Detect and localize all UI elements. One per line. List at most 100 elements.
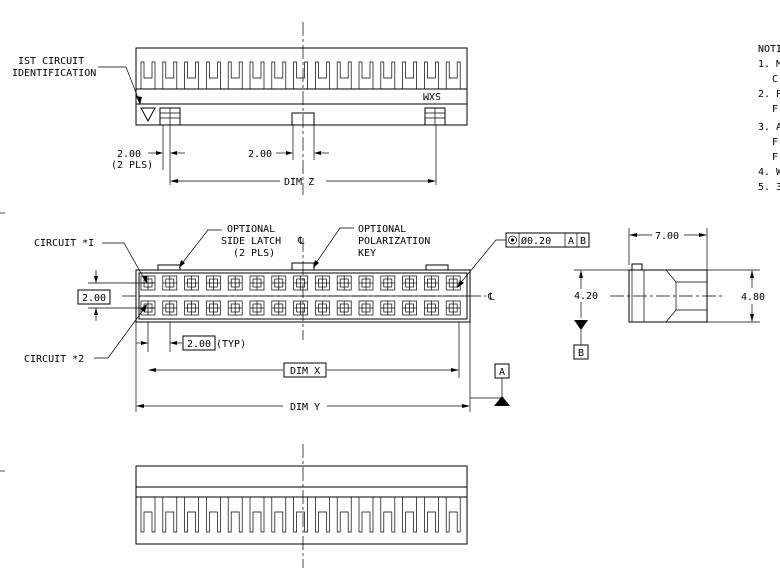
centerline-symbol-right: ℄ — [487, 292, 495, 303]
pitch-dim-box — [77, 289, 111, 305]
pitch-typ-box — [182, 335, 216, 351]
top-tooth — [358, 61, 374, 89]
pin-cavity — [227, 300, 243, 316]
polarization-label-3: KEY — [358, 248, 376, 259]
pin-cavity — [336, 275, 352, 291]
top-tooth — [424, 61, 439, 89]
polarization-label-2: POLARIZATION — [358, 236, 430, 247]
dim-y: DIM Y — [290, 402, 320, 413]
pin-cavity — [249, 275, 265, 291]
side-latch-label-2: SIDE LATCH — [221, 236, 281, 247]
pin-cavity — [380, 275, 396, 291]
front-view: ℄ ℄ CIRCUIT *I CIRCUIT *2 OPTIONAL SIDE … — [24, 224, 590, 413]
note-line-2: C — [772, 74, 778, 85]
bottom-tooth — [206, 497, 221, 533]
tolerance-datum-a: A — [568, 236, 574, 247]
pin-cavity — [162, 275, 178, 291]
notes-heading: NOTI — [758, 44, 780, 55]
top-tooth — [445, 61, 461, 89]
top-tooth — [380, 61, 396, 89]
top-tooth — [206, 61, 221, 89]
top-tooth — [402, 61, 417, 89]
side-latch-right — [425, 264, 449, 271]
top-view: SXM IST CIRCUIT IDENTIFICATION 2.00 (2 P… — [12, 22, 468, 195]
side-latch-label-1: OPTIONAL — [227, 224, 275, 235]
dim-z: DIM Z — [284, 177, 314, 188]
circuit-one-label: CIRCUIT *I — [34, 238, 94, 249]
pin-cavity — [336, 300, 352, 316]
dim-2-left: 2.00 — [117, 149, 141, 160]
note-line-6: F — [772, 137, 778, 148]
note-line-5: 3. A — [758, 122, 780, 133]
pin-cavity — [293, 275, 308, 291]
pin-cavity — [184, 300, 199, 316]
top-tooth — [336, 61, 352, 89]
pin-cavity — [271, 275, 287, 291]
side-view: 7.00 4.20 B 4.80 — [573, 228, 765, 360]
bottom-tooth — [184, 497, 199, 533]
pin-cavity — [206, 300, 221, 316]
side-height-left: 4.20 — [574, 291, 598, 302]
bottom-tooth — [336, 497, 352, 533]
circuit-id-label-2: IDENTIFICATION — [12, 68, 96, 79]
pitch-dim: 2.00 — [82, 293, 106, 304]
mirror-text: SXM — [423, 90, 441, 101]
pin-cavity — [227, 275, 243, 291]
position-symbol-icon — [508, 235, 517, 245]
dim-2-center: 2.00 — [248, 149, 272, 160]
bottom-view-teeth — [140, 497, 461, 533]
bottom-tooth — [380, 497, 396, 533]
note-line-4: F — [772, 104, 778, 115]
top-tooth — [249, 61, 265, 89]
dim-2-left-note: (2 PLS) — [111, 160, 153, 171]
notes-block: NOTI 1. MA C 2. P F 3. A F F 4. W 5. 3( — [758, 44, 780, 193]
pin-cavity — [206, 275, 221, 291]
polarization-label-1: OPTIONAL — [358, 224, 406, 235]
top-tooth — [184, 61, 199, 89]
pin-cavity — [424, 300, 439, 316]
bottom-tooth — [227, 497, 243, 533]
side-latch-label-3: (2 PLS) — [233, 248, 275, 259]
pin-cavity — [424, 275, 439, 291]
circuit-id-leader — [98, 66, 141, 104]
note-line-8: 4. W — [758, 167, 780, 178]
pin-cavity — [358, 275, 374, 291]
dim-x-box — [283, 362, 327, 378]
pin-cavity — [315, 275, 330, 291]
centerline-symbol-top: ℄ — [297, 236, 305, 247]
pin-cavity — [445, 275, 461, 291]
top-tooth — [293, 61, 308, 89]
bottom-view-body — [135, 465, 468, 545]
top-tooth — [271, 61, 287, 89]
pin-cavity — [271, 300, 287, 316]
bottom-tooth — [293, 497, 308, 533]
side-latch-left — [157, 264, 181, 271]
bottom-tooth — [140, 497, 156, 533]
circuit-two-label: CIRCUIT *2 — [24, 354, 84, 365]
pin-cavity — [184, 275, 199, 291]
datum-b-label: B — [578, 348, 584, 359]
pitch-typ-value: 2.00 — [187, 339, 211, 350]
pin-cavity — [402, 275, 417, 291]
note-line-9: 5. 3( — [758, 182, 780, 193]
pin-cavity — [249, 300, 265, 316]
datum-b-triangle-icon — [574, 320, 588, 330]
circuit-id-label-1: IST CIRCUIT — [18, 56, 84, 67]
pin-cavity — [293, 300, 308, 316]
circuit-one-triangle — [140, 107, 156, 123]
page-border-ticks — [0, 212, 5, 472]
pin-cavity — [402, 300, 417, 316]
side-width-dim: 7.00 — [655, 231, 679, 242]
pin-cavity — [315, 300, 330, 316]
pin-grid — [140, 275, 461, 316]
note-line-1: 1. MA — [758, 59, 780, 70]
bottom-tooth — [445, 497, 461, 533]
dim-x: DIM X — [290, 366, 320, 377]
note-line-3: 2. P — [758, 89, 780, 100]
pin-cavity — [445, 300, 461, 316]
bottom-tooth — [249, 497, 265, 533]
note-line-7: F — [772, 152, 778, 163]
datum-b-box — [573, 344, 589, 360]
pitch-typ-note: (TYP) — [216, 339, 246, 350]
